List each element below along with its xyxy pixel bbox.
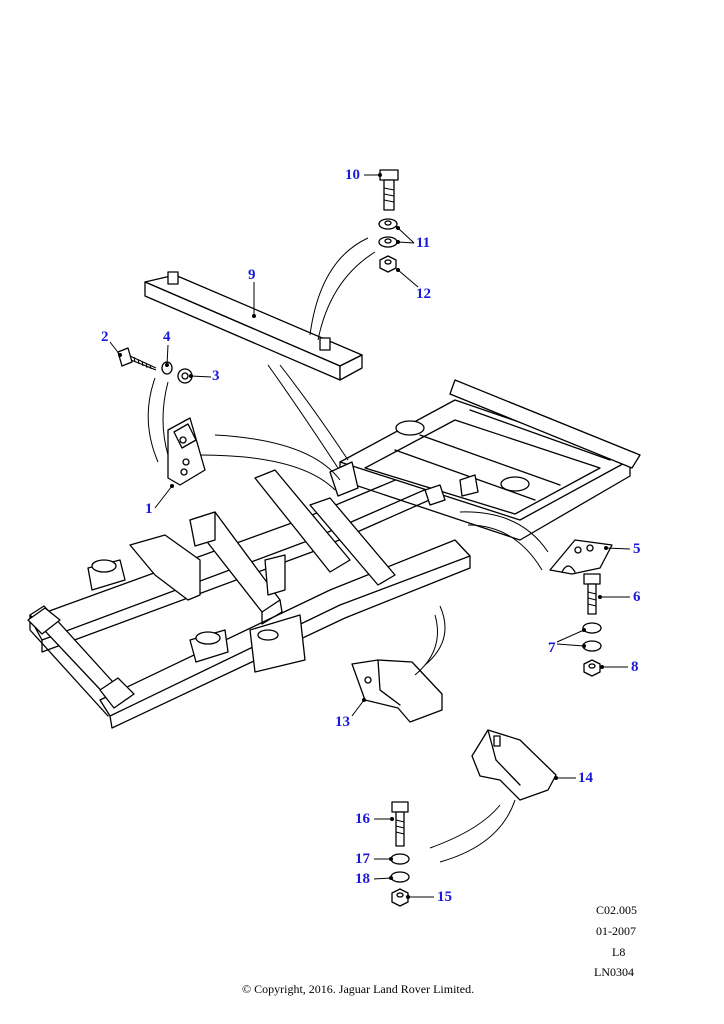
callout-9[interactable]: 9: [248, 267, 256, 283]
callout-5[interactable]: 5: [633, 541, 641, 557]
washer-17: [390, 853, 410, 865]
callout-14[interactable]: 14: [578, 770, 593, 786]
reference-code: C02.005: [596, 903, 638, 917]
callout-15[interactable]: 15: [437, 889, 452, 905]
leader-lines: [109, 173, 631, 899]
washer-11a: [378, 218, 398, 230]
mounting-bracket: [167, 417, 206, 486]
bolt-10: [379, 169, 399, 211]
callout-11[interactable]: 11: [416, 235, 431, 251]
callout-1[interactable]: 1: [145, 501, 153, 517]
copyright-notice: © Copyright, 2016. Jaguar Land Rover Lim…: [242, 982, 475, 996]
bolt-6: [583, 573, 601, 615]
callout-13[interactable]: 13: [335, 714, 350, 730]
nut-12: [379, 255, 397, 273]
callout-4[interactable]: 4: [163, 329, 171, 345]
illustration-number: LN0304: [594, 965, 634, 979]
washer-7a: [582, 622, 602, 634]
chassis-frame: [27, 379, 641, 729]
bolt-16: [391, 801, 409, 847]
mount-13: [351, 659, 443, 723]
callout-2[interactable]: 2: [101, 329, 109, 345]
assembly-lines: [147, 237, 549, 863]
callout-10[interactable]: 10: [345, 167, 360, 183]
crossmember-beam: [144, 271, 363, 381]
callout-12[interactable]: 12: [416, 286, 431, 302]
mount-14: [471, 729, 557, 801]
callout-18[interactable]: 18: [355, 871, 370, 887]
reference-date: 01-2007: [596, 924, 636, 938]
nut-15: [391, 888, 409, 907]
washer-11b: [378, 236, 398, 248]
reference-level: L8: [612, 945, 626, 959]
callout-17[interactable]: 17: [355, 851, 370, 867]
callout-3[interactable]: 3: [212, 368, 220, 384]
callout-6[interactable]: 6: [633, 589, 641, 605]
bracket-5: [549, 539, 613, 575]
callout-8[interactable]: 8: [631, 659, 639, 675]
nut-8: [583, 659, 601, 677]
bolt-2: [117, 347, 157, 371]
callout-7[interactable]: 7: [548, 640, 556, 656]
washer-18: [390, 871, 410, 883]
callout-16[interactable]: 16: [355, 811, 370, 827]
